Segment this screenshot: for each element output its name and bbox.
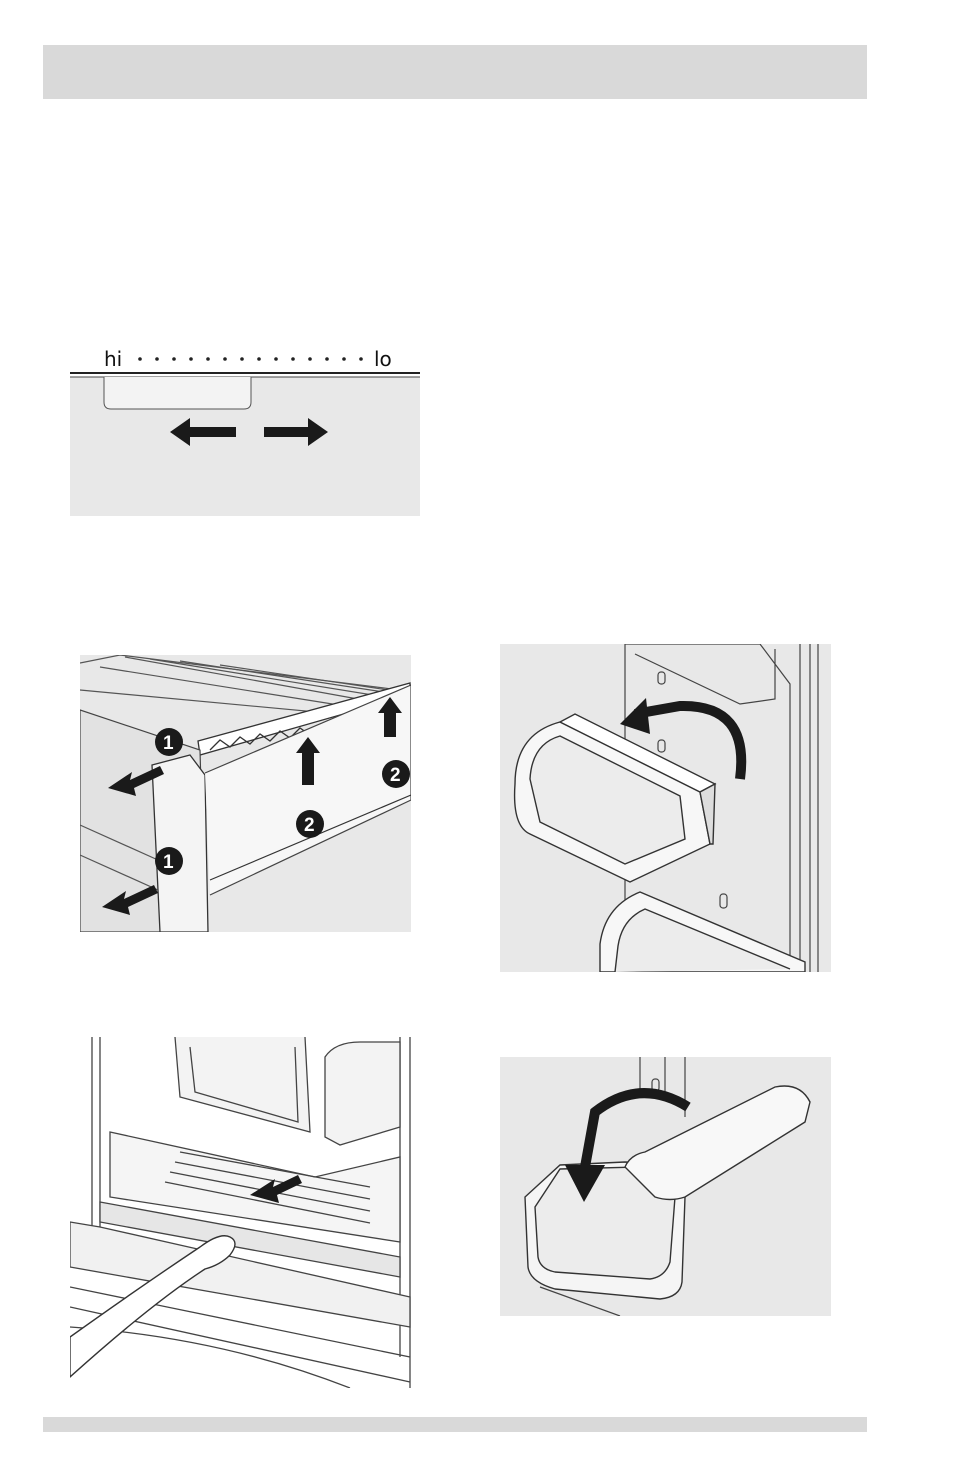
dairy-door-figure <box>500 1057 831 1316</box>
step-1-lower-label: 1 <box>163 852 174 873</box>
footer-bar <box>43 1417 867 1432</box>
hi-label: hi <box>104 347 122 371</box>
scale-dots <box>138 357 363 361</box>
lo-label: lo <box>374 347 392 371</box>
slider-handle[interactable] <box>104 377 251 409</box>
fridge-shelf-figure <box>70 1037 420 1388</box>
crisper-drawer-figure: 1 1 2 2 <box>80 655 411 932</box>
step-2-right-label: 2 <box>390 765 401 786</box>
door-bin-figure <box>500 644 831 972</box>
step-2-left-label: 2 <box>304 815 315 836</box>
humidity-control-figure: hi lo <box>70 340 420 516</box>
header-bar <box>43 45 867 99</box>
step-1-upper-label: 1 <box>163 733 174 754</box>
